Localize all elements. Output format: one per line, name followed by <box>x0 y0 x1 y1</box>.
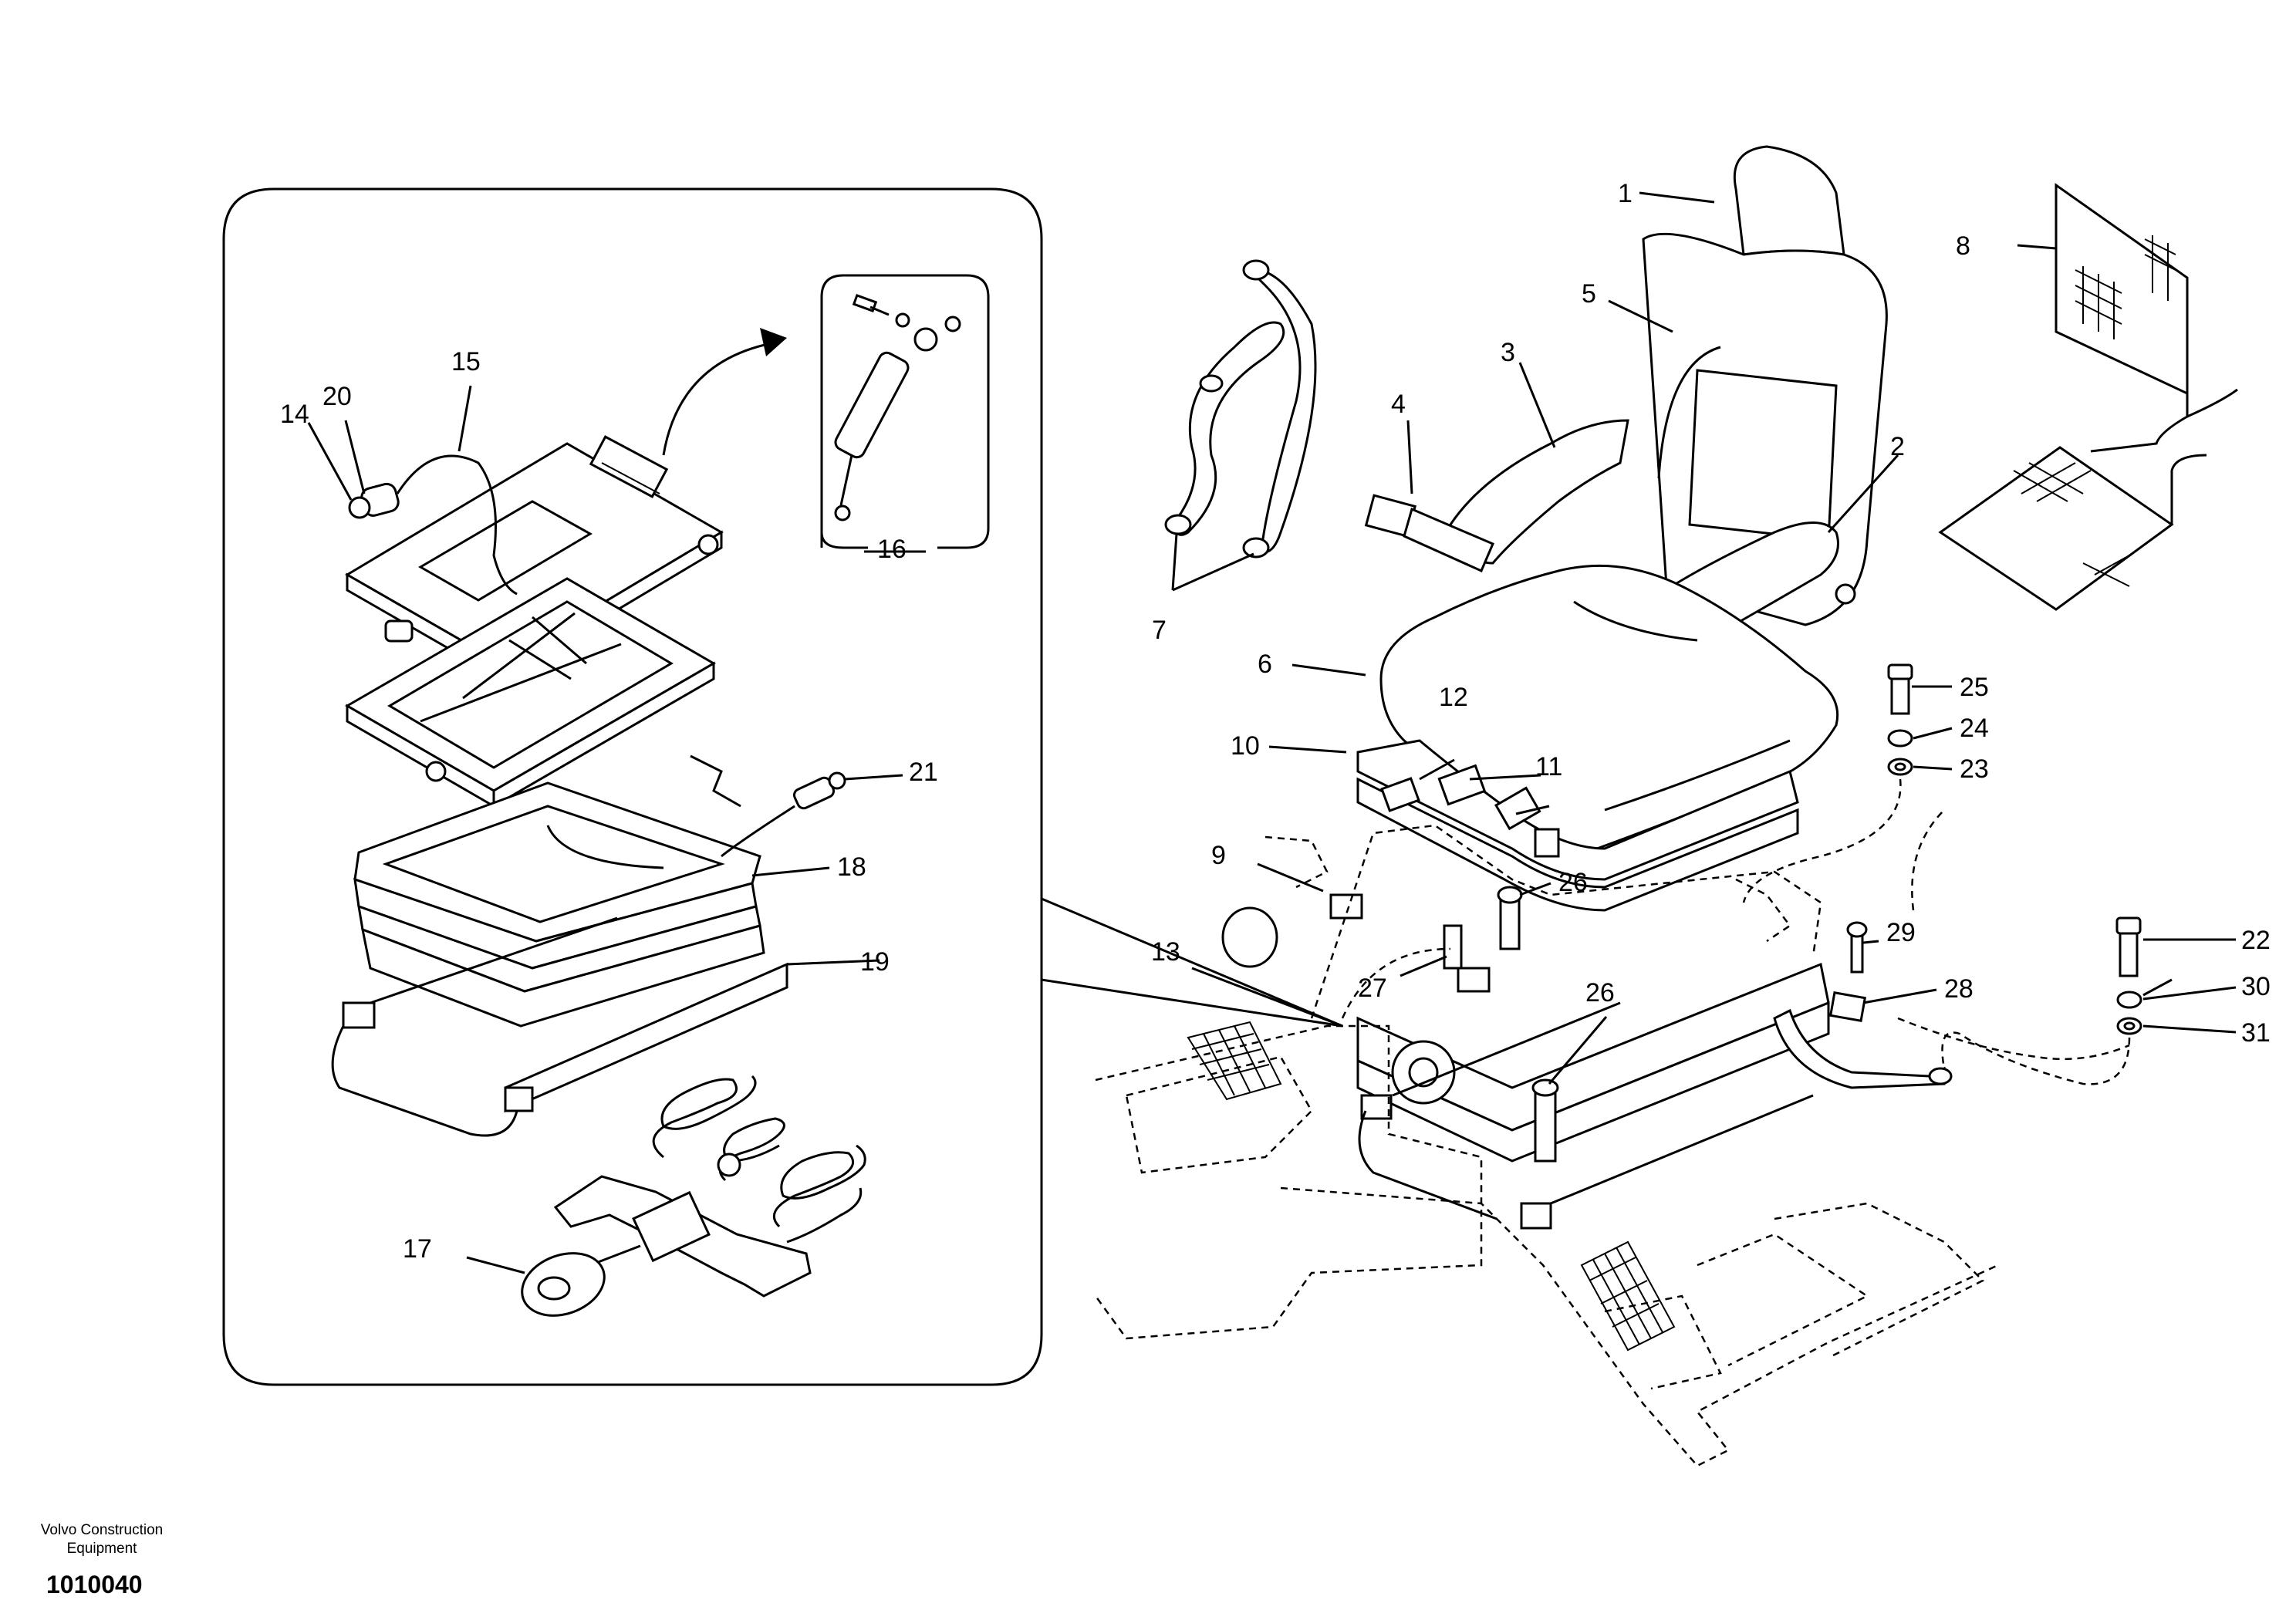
callout-11: 11 <box>1535 752 1562 781</box>
callout-15: 15 <box>451 347 481 376</box>
callout-18: 18 <box>837 852 866 882</box>
callout-24: 24 <box>1960 714 1989 743</box>
main-seat-assembly <box>1221 145 1953 1230</box>
floor-mat <box>1938 183 2238 611</box>
callout-25: 25 <box>1960 673 1989 702</box>
callout-26a: 26 <box>1558 868 1588 897</box>
callout-14: 14 <box>280 400 309 429</box>
callout-12: 12 <box>1439 683 1468 712</box>
callout-3: 3 <box>1501 338 1515 367</box>
drawing-number: 1010040 <box>46 1571 143 1598</box>
company-name: Volvo Construction Equipment <box>40 1522 164 1557</box>
floor-hatching <box>1187 1021 1676 1352</box>
callout-27: 27 <box>1358 974 1387 1003</box>
callout-19: 19 <box>860 947 890 977</box>
floor-outline <box>1094 809 2130 1467</box>
seat-belt-straps <box>1164 259 1317 559</box>
callout-2: 2 <box>1890 432 1905 461</box>
springs <box>652 1075 866 1244</box>
callout-7: 7 <box>1152 616 1167 645</box>
callout-5: 5 <box>1582 279 1596 309</box>
callout-20: 20 <box>322 382 352 411</box>
detail-arrow <box>662 342 772 456</box>
leader-lines <box>307 191 2237 1274</box>
inset-suspension-assembly <box>331 435 866 1317</box>
callout-23: 23 <box>1960 754 1989 784</box>
callout-26b: 26 <box>1585 978 1615 1007</box>
callout-22: 22 <box>2241 926 2271 955</box>
callout-4: 4 <box>1391 390 1406 419</box>
callout-13: 13 <box>1151 937 1180 967</box>
callout-28: 28 <box>1944 974 1974 1004</box>
callout-labels: 1 2 3 4 5 6 7 8 9 10 11 12 13 14 15 16 1… <box>280 179 2271 1264</box>
detail-arrow-head <box>760 328 787 356</box>
callout-31: 31 <box>2241 1018 2271 1048</box>
hardware-bolts <box>1742 663 2142 1085</box>
callout-6: 6 <box>1258 650 1272 679</box>
callout-30: 30 <box>2241 972 2271 1001</box>
detail-inset-frame <box>222 187 1343 1386</box>
gas-strut-detail <box>820 274 990 549</box>
callout-21: 21 <box>909 758 938 787</box>
callout-8: 8 <box>1956 231 1970 261</box>
callout-29: 29 <box>1886 918 1916 947</box>
callout-16: 16 <box>877 535 907 564</box>
callout-1: 1 <box>1618 179 1633 208</box>
callout-9: 9 <box>1211 841 1226 870</box>
callout-10: 10 <box>1231 731 1260 761</box>
callout-17: 17 <box>403 1234 432 1264</box>
